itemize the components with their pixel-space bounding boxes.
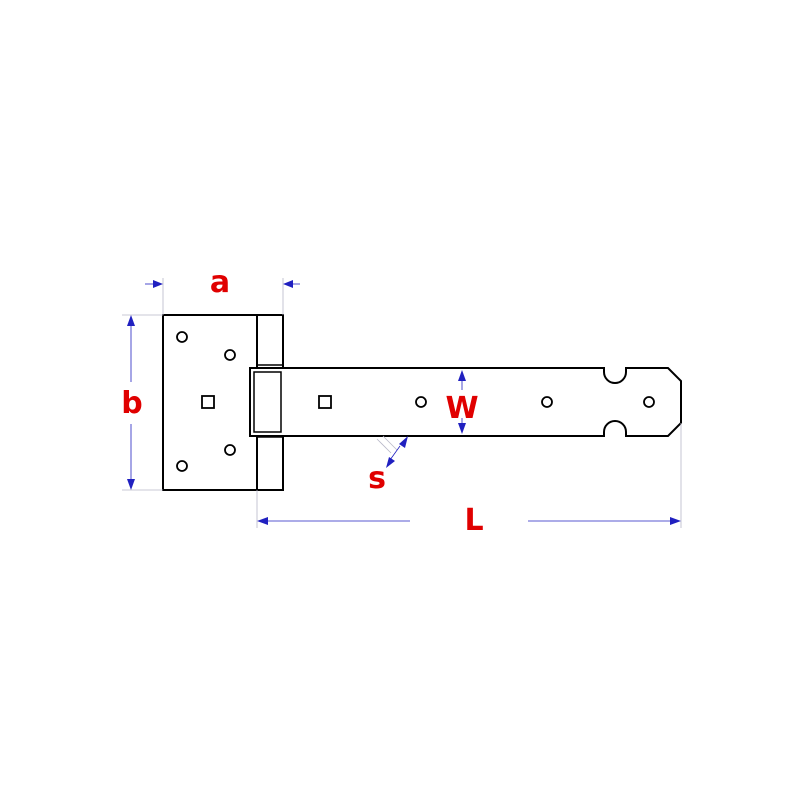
dimension-w: W <box>445 370 479 434</box>
plate-screw-hole-bottom-right <box>224 444 236 456</box>
strap-screw-hole-2 <box>541 396 553 408</box>
dimension-l: L <box>256 423 682 538</box>
label-w: W <box>445 391 478 426</box>
dimension-b: b <box>121 314 163 491</box>
label-a: a <box>210 265 230 300</box>
strap-square-hole <box>318 395 332 409</box>
plate-screw-hole-bottom-left <box>176 460 188 472</box>
label-s: s <box>368 461 386 496</box>
label-b: b <box>121 386 142 421</box>
plate-square-hole <box>201 395 215 409</box>
label-l: L <box>464 503 483 538</box>
dimension-a: a <box>145 265 300 315</box>
plate-screw-hole-top-right <box>224 349 236 361</box>
strap-screw-hole-3 <box>643 396 655 408</box>
hinge-plate <box>162 314 258 491</box>
dimension-s: s <box>368 435 408 496</box>
strap-screw-hole-1 <box>415 396 427 408</box>
plate-screw-hole-top-left <box>176 331 188 343</box>
